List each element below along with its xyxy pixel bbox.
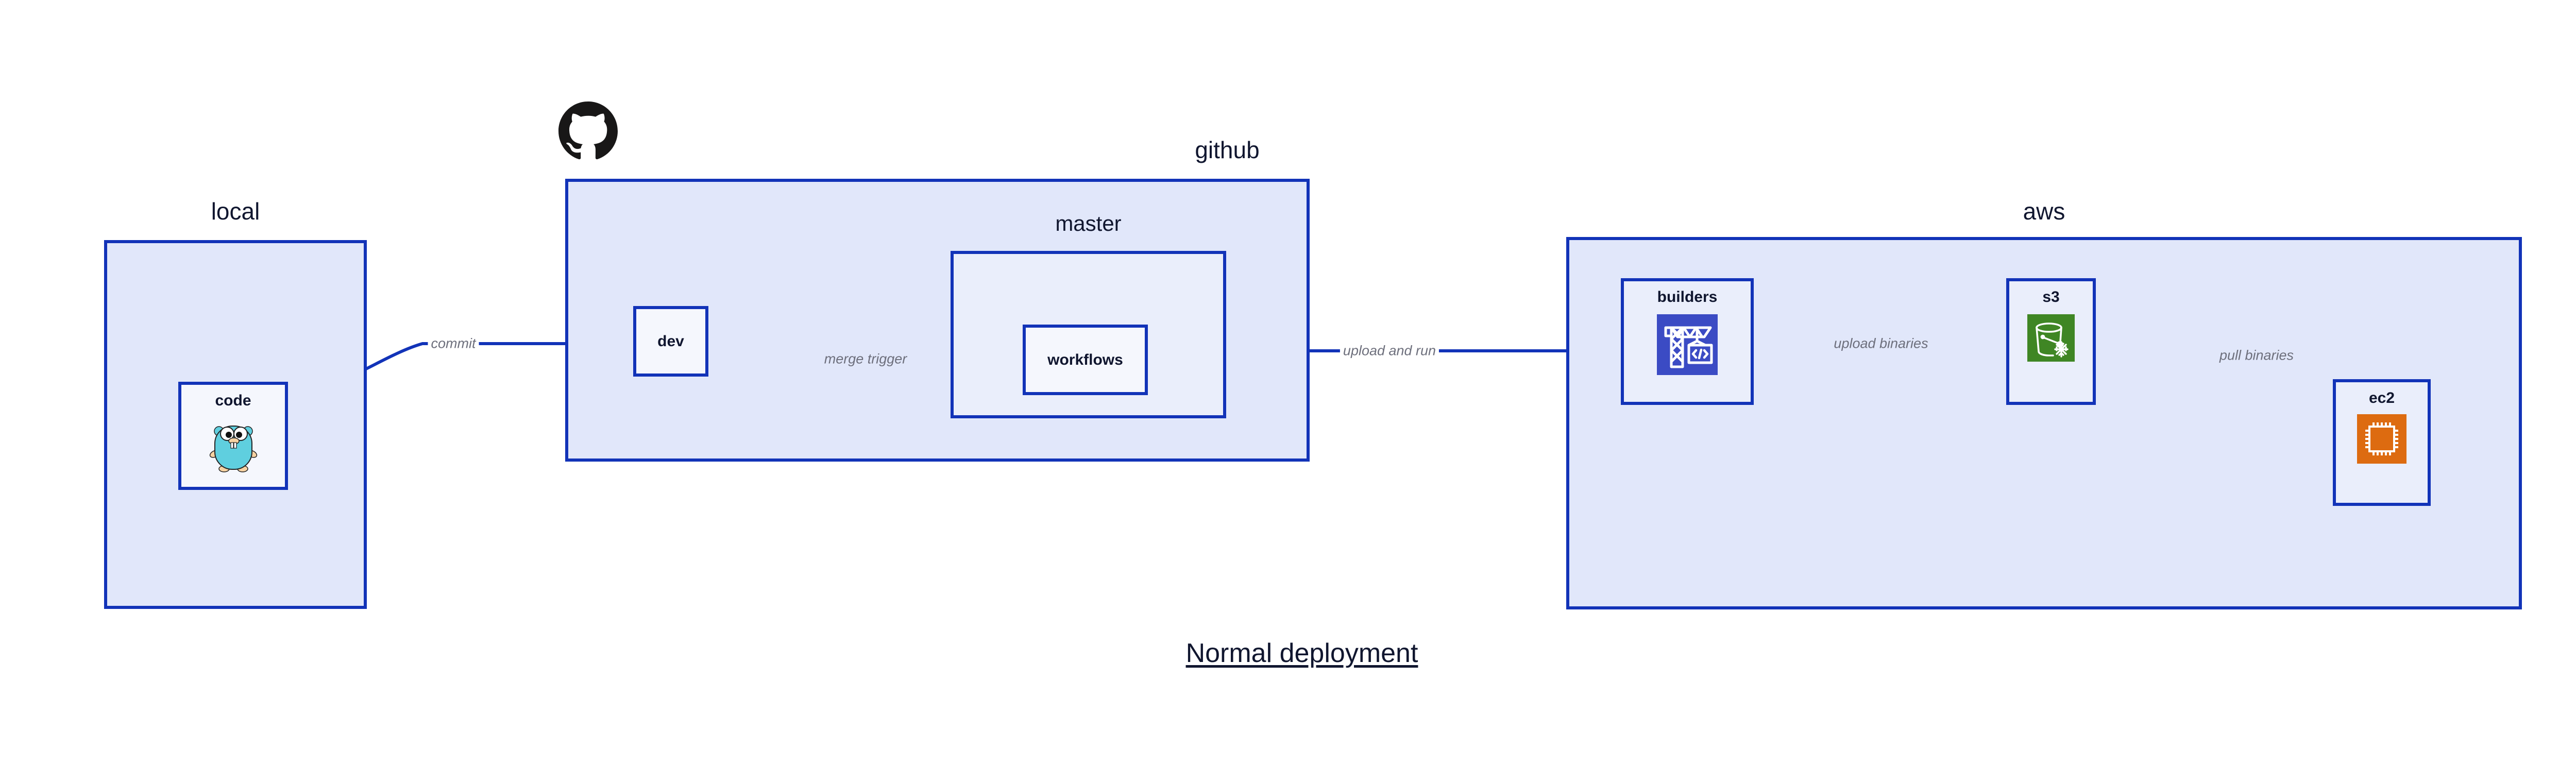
diagram-caption: Normal deployment <box>1185 638 1418 668</box>
node-box-builders[interactable]: builders <box>1621 278 1754 405</box>
node-box-ec2[interactable]: ec2 <box>2333 379 2431 506</box>
github-octocat-logo <box>558 101 618 161</box>
edge-label-upload-and-run: upload and run <box>1340 344 1439 358</box>
edge-label-merge-trigger: merge trigger <box>821 352 910 366</box>
node-label-code: code <box>215 392 251 409</box>
go-gopher-icon <box>208 417 259 473</box>
node-label-builders: builders <box>1657 288 1718 305</box>
node-box-workflows[interactable]: workflows <box>1023 325 1148 395</box>
node-label-workflows: workflows <box>1047 351 1123 368</box>
edge-label-pull-binaries: pull binaries <box>2216 348 2297 363</box>
subgroup-title-master: master <box>1055 211 1122 235</box>
edge-label-commit: commit <box>428 336 479 351</box>
node-label-s3: s3 <box>2042 288 2060 305</box>
group-title-local: local <box>211 198 260 225</box>
aws-s3-glacier-icon <box>2027 314 2075 362</box>
aws-ec2-icon <box>2357 414 2406 464</box>
group-title-aws: aws <box>2023 198 2065 225</box>
node-box-s3[interactable]: s3 <box>2006 278 2096 405</box>
node-label-ec2: ec2 <box>2368 389 2395 406</box>
aws-codebuild-icon <box>1657 314 1718 375</box>
group-title-github: github <box>1195 137 1260 163</box>
node-label-dev: dev <box>657 332 684 350</box>
node-box-code[interactable]: code <box>178 382 288 490</box>
edge-label-upload-binaries: upload binaries <box>1831 336 1931 351</box>
node-box-dev[interactable]: dev <box>633 306 708 377</box>
